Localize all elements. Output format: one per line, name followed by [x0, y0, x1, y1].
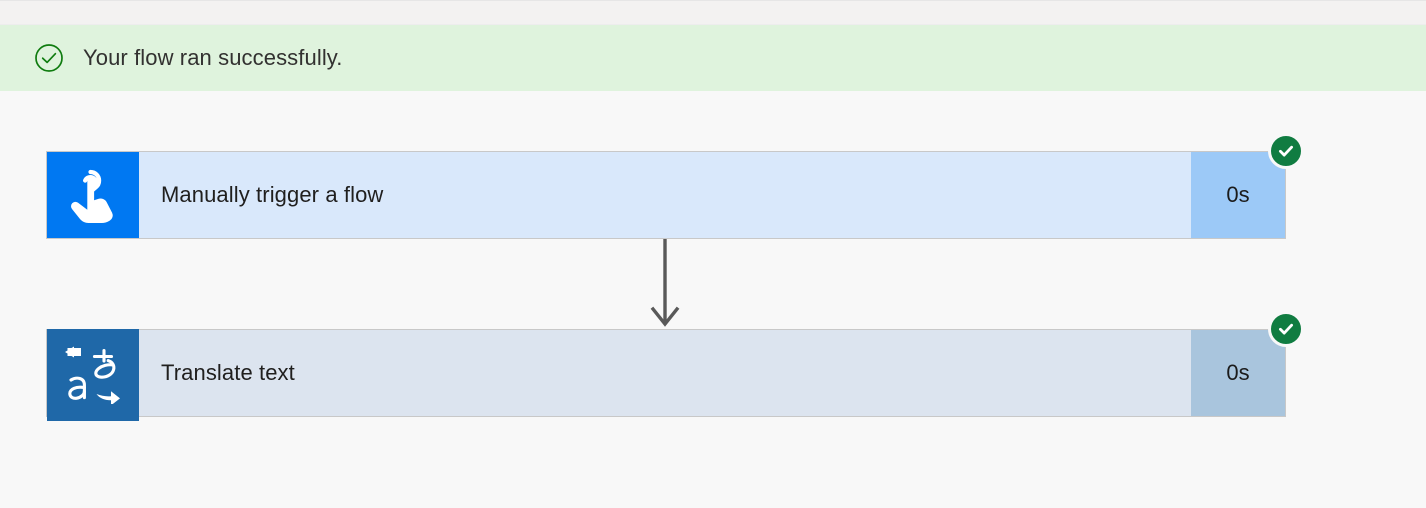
flow-step-duration-value: 0s: [1226, 360, 1250, 385]
translate-icon: [47, 329, 139, 421]
flow-step-duration-cell: 0s: [1191, 311, 1304, 416]
flow-step-title: Manually trigger a flow: [161, 182, 384, 207]
down-arrow-icon: [645, 239, 685, 331]
flow-canvas: Manually trigger a flow 0s: [0, 91, 1426, 508]
tap-hand-icon: [47, 152, 139, 238]
flow-step-title: Translate text: [161, 360, 295, 385]
check-circle-filled-icon: [1268, 311, 1304, 347]
flow-step-duration-cell: 0s: [1191, 133, 1304, 238]
success-banner: Your flow ran successfully.: [0, 25, 1426, 91]
check-circle-filled-icon: [1268, 133, 1304, 169]
success-banner-message: Your flow ran successfully.: [83, 45, 343, 70]
top-chrome-strip: [0, 0, 1426, 25]
check-circle-outline-icon: [34, 43, 64, 73]
flow-step-card-action[interactable]: Translate text 0s: [46, 311, 1304, 421]
flow-step-card-trigger[interactable]: Manually trigger a flow 0s: [46, 133, 1304, 239]
flow-step-duration-value: 0s: [1226, 182, 1250, 207]
